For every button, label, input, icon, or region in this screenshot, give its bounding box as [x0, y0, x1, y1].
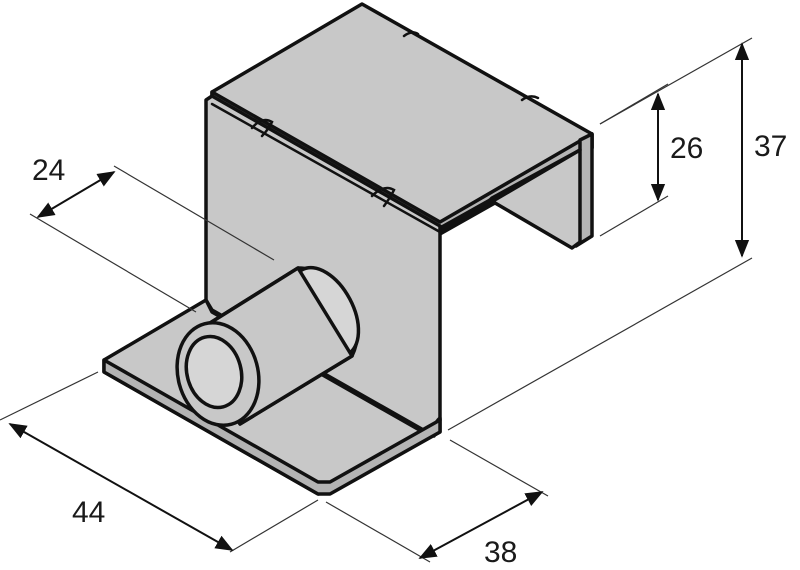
dim-37-label: 37	[754, 130, 787, 163]
dimension-26: 26	[599, 83, 703, 237]
cylinder-boss	[175, 265, 361, 428]
dimple-mark-1	[250, 118, 274, 138]
dim-38-label: 38	[484, 536, 517, 569]
bend-line-lower	[204, 298, 214, 314]
dimension-44: 44	[0, 371, 319, 553]
dim-24-label: 24	[32, 154, 65, 187]
dim-44-label: 44	[72, 496, 105, 529]
base-plate-edge	[102, 358, 442, 496]
bend-line-upper	[210, 102, 442, 234]
dimension-24: 24	[29, 154, 275, 313]
bracket-part	[102, 2, 594, 496]
dim-26-label: 26	[670, 132, 703, 165]
dimension-37: 37	[447, 37, 787, 431]
dimple-mark-4	[520, 95, 540, 102]
dimple-mark-3	[402, 31, 420, 38]
cylinder-bore	[184, 334, 244, 410]
dimple-mark-2	[370, 186, 396, 208]
dimension-38: 38	[325, 439, 549, 569]
